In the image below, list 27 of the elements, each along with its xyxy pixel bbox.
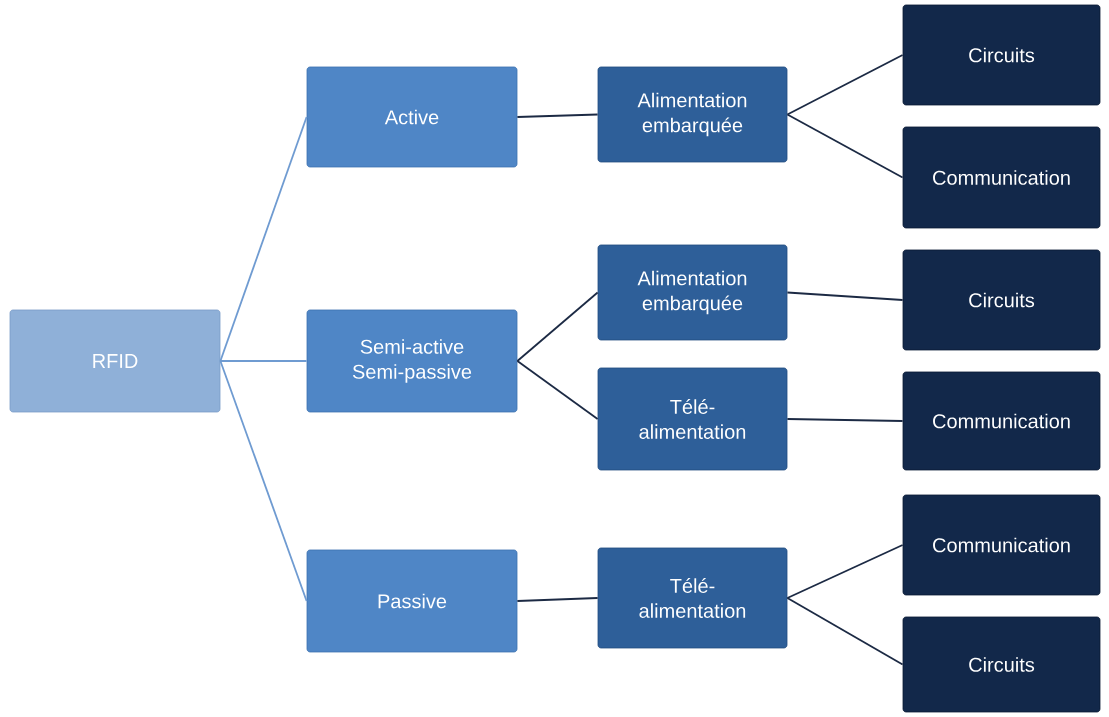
connector-line <box>516 597 599 602</box>
function-box: Circuits <box>902 249 1101 351</box>
connector-line <box>786 418 904 422</box>
connector-line <box>516 360 599 420</box>
function-box: Communication <box>902 126 1101 229</box>
connector-line <box>516 113 599 118</box>
connector-line <box>219 116 308 362</box>
function-box: Communication <box>902 371 1101 471</box>
category-box: Semi-active Semi-passive <box>306 309 518 413</box>
function-box: Circuits <box>902 4 1101 106</box>
connector-line <box>516 291 599 362</box>
connector-line <box>786 597 904 666</box>
root-box: RFID <box>9 309 221 413</box>
connector-line <box>219 360 308 602</box>
power-box: Télé-alimentation <box>597 367 788 471</box>
power-box: Télé-alimentation <box>597 547 788 649</box>
power-box: Alimentation embarquée <box>597 66 788 163</box>
connector-line <box>786 544 904 599</box>
connector-line <box>219 360 308 362</box>
function-box: Communication <box>902 494 1101 596</box>
connector-line <box>786 291 904 301</box>
category-box: Passive <box>306 549 518 653</box>
category-box: Active <box>306 66 518 168</box>
power-box: Alimentation embarquée <box>597 244 788 341</box>
connector-line <box>786 54 904 116</box>
connector-line <box>786 113 904 179</box>
function-box: Circuits <box>902 616 1101 713</box>
